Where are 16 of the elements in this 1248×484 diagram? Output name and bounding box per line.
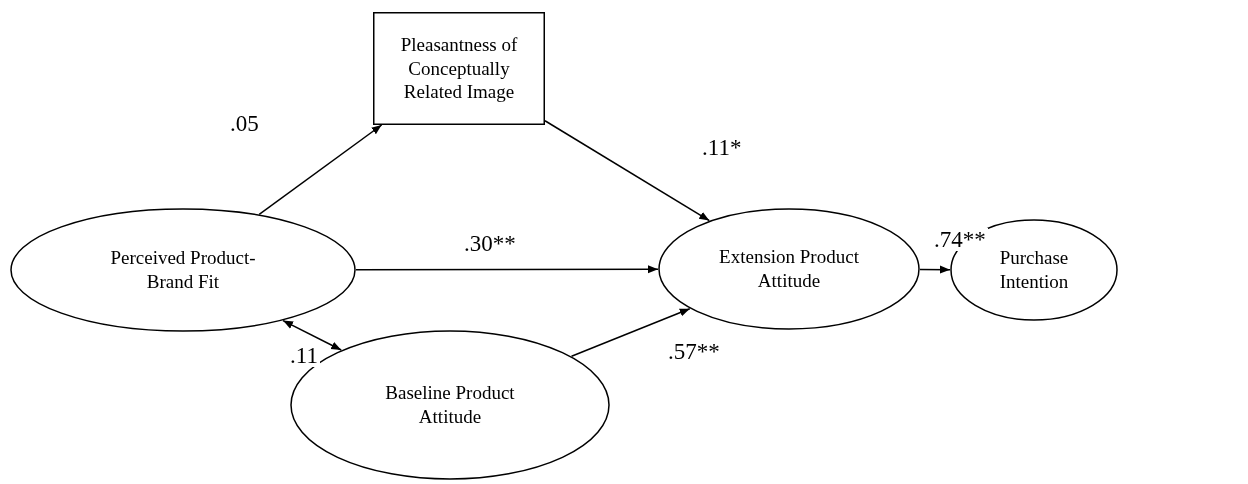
variable-label: Baseline Product Attitude — [384, 381, 516, 429]
arrow — [919, 265, 951, 274]
variable-ellipse — [10, 208, 356, 332]
path-coefficient: .74** — [932, 228, 988, 251]
arrow — [258, 124, 383, 216]
variable-label: Perceived Product-Brand Fit — [109, 246, 257, 294]
variable-ellipse — [658, 208, 920, 330]
arrow — [544, 120, 711, 222]
variable-ellipse — [290, 330, 610, 480]
variable-label: Purchase Intention — [998, 246, 1070, 294]
arrow — [282, 319, 342, 351]
variable-box — [373, 12, 545, 125]
variable-label: Pleasantness of Conceptually Related Image — [399, 32, 519, 105]
arrow — [355, 265, 659, 274]
variable-label: Extension Product Attitude — [718, 245, 860, 293]
arrow — [570, 308, 691, 357]
